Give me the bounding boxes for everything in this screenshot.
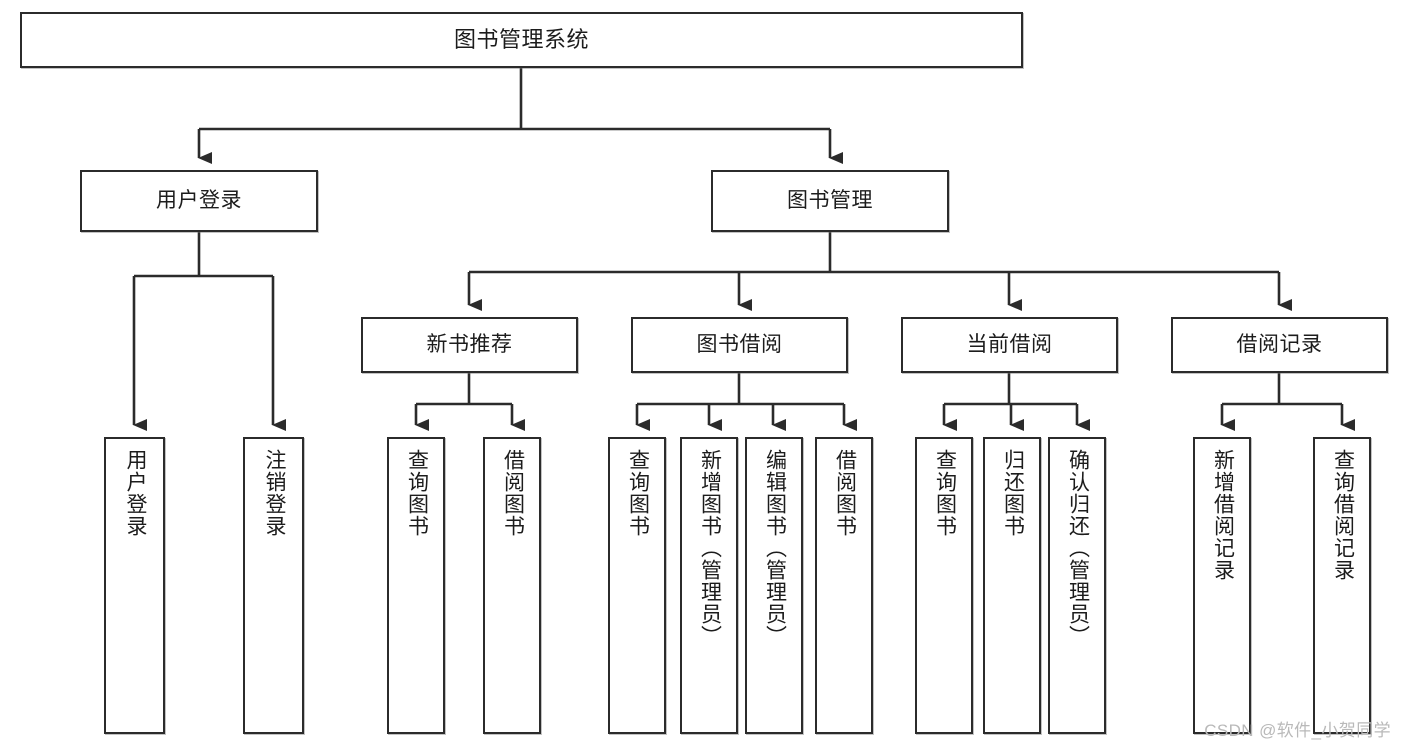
node-leaf-query-book-1-label: 查询图书 xyxy=(405,449,429,537)
node-borrow-record-label: 借阅记录 xyxy=(1236,332,1323,356)
node-root-label: 图书管理系统 xyxy=(453,27,589,53)
node-leaf-query-record-label: 查询借阅记录 xyxy=(1331,449,1355,581)
node-leaf-add-book-label: 新增图书（管理员） xyxy=(698,449,722,647)
node-leaf-confirm-return[interactable]: 确认归还（管理员） xyxy=(1048,437,1106,734)
node-current-borrow-label: 当前借阅 xyxy=(966,332,1053,356)
node-leaf-borrow-book-2[interactable]: 借阅图书 xyxy=(815,437,873,734)
node-book-borrow[interactable]: 图书借阅 xyxy=(631,317,848,373)
node-borrow-record[interactable]: 借阅记录 xyxy=(1171,317,1388,373)
node-leaf-query-book-2-label: 查询图书 xyxy=(626,449,650,537)
node-root[interactable]: 图书管理系统 xyxy=(20,12,1023,68)
node-leaf-add-record-label: 新增借阅记录 xyxy=(1211,449,1235,581)
node-leaf-borrow-book-1[interactable]: 借阅图书 xyxy=(483,437,541,734)
node-leaf-borrow-book-2-label: 借阅图书 xyxy=(833,449,857,537)
node-leaf-query-record[interactable]: 查询借阅记录 xyxy=(1313,437,1371,734)
node-leaf-logout-login-label: 注销登录 xyxy=(262,449,286,537)
node-leaf-logout-login[interactable]: 注销登录 xyxy=(243,437,304,734)
node-book-manage[interactable]: 图书管理 xyxy=(711,170,949,232)
node-leaf-query-book-1[interactable]: 查询图书 xyxy=(387,437,445,734)
node-leaf-add-record[interactable]: 新增借阅记录 xyxy=(1193,437,1251,734)
node-user-login[interactable]: 用户登录 xyxy=(80,170,318,232)
node-leaf-query-book-2[interactable]: 查询图书 xyxy=(608,437,666,734)
watermark: CSDN @软件_小贺同学 xyxy=(1204,721,1391,740)
node-book-borrow-label: 图书借阅 xyxy=(696,332,783,356)
node-leaf-borrow-book-1-label: 借阅图书 xyxy=(501,449,525,537)
node-leaf-confirm-return-label: 确认归还（管理员） xyxy=(1066,449,1090,647)
node-leaf-return-book[interactable]: 归还图书 xyxy=(983,437,1041,734)
node-new-book-recommend[interactable]: 新书推荐 xyxy=(361,317,578,373)
node-leaf-edit-book[interactable]: 编辑图书（管理员） xyxy=(745,437,803,734)
node-current-borrow[interactable]: 当前借阅 xyxy=(901,317,1118,373)
node-leaf-query-book-3-label: 查询图书 xyxy=(933,449,957,537)
node-new-book-recommend-label: 新书推荐 xyxy=(426,332,513,356)
node-leaf-user-login[interactable]: 用户登录 xyxy=(104,437,165,734)
node-leaf-edit-book-label: 编辑图书（管理员） xyxy=(763,449,787,647)
node-leaf-user-login-label: 用户登录 xyxy=(123,449,147,537)
node-leaf-return-book-label: 归还图书 xyxy=(1001,449,1025,537)
node-book-manage-label: 图书管理 xyxy=(787,188,873,212)
node-leaf-query-book-3[interactable]: 查询图书 xyxy=(915,437,973,734)
node-user-login-label: 用户登录 xyxy=(156,188,242,212)
node-leaf-add-book[interactable]: 新增图书（管理员） xyxy=(680,437,738,734)
